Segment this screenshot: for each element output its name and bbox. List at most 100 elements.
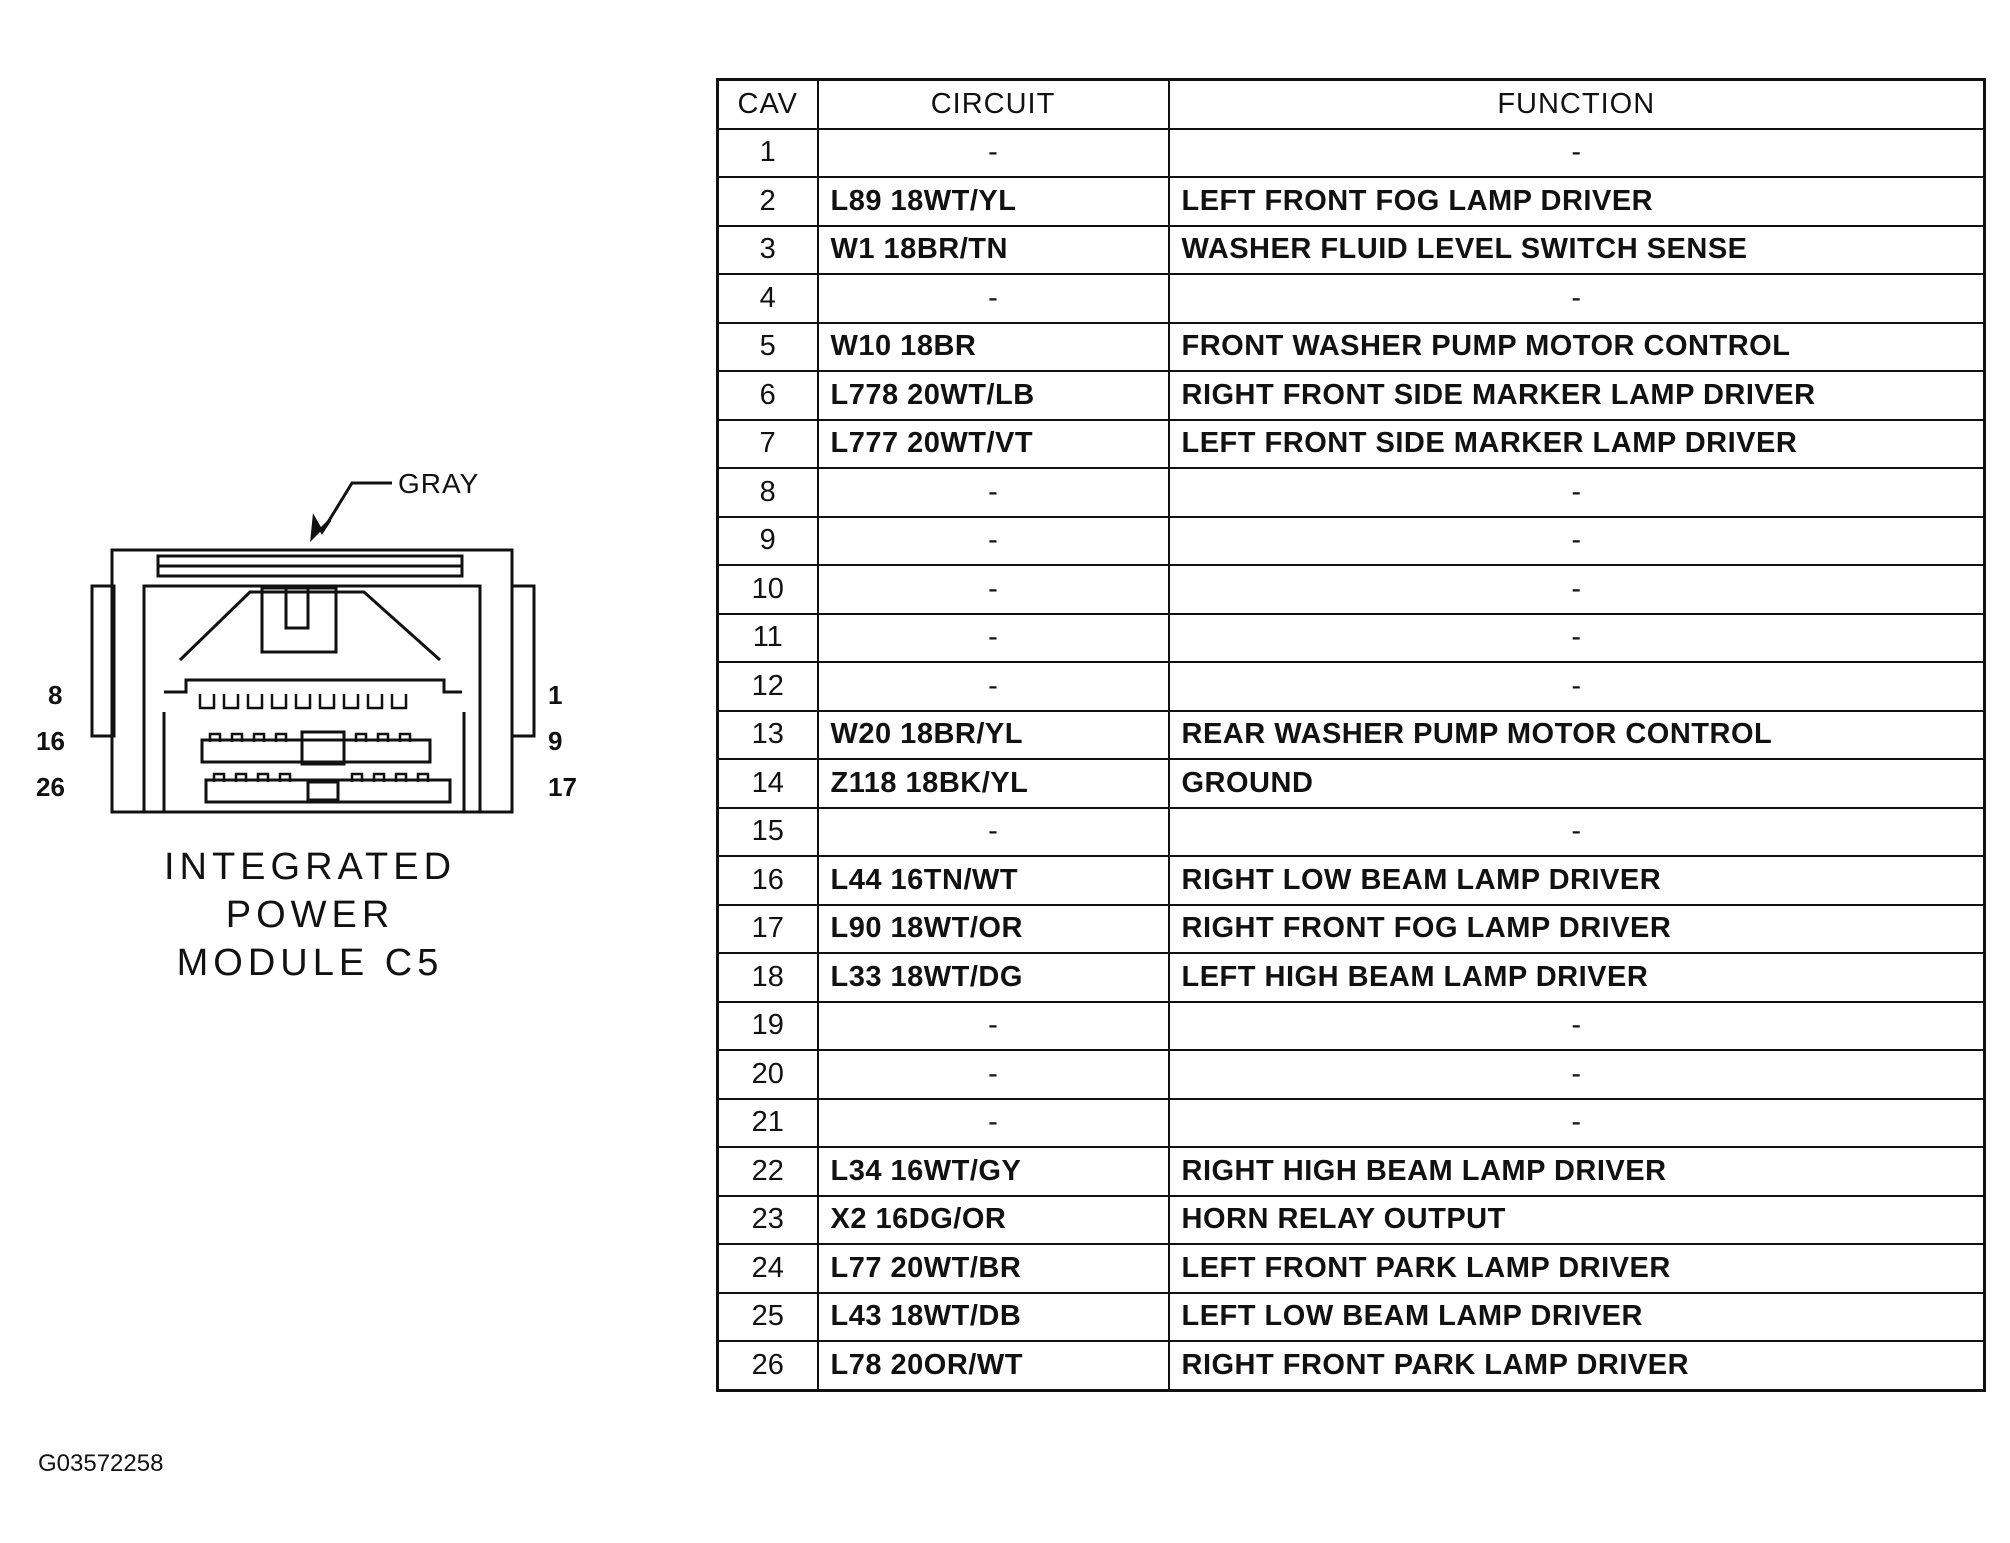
function-cell: -: [1167, 806, 1986, 857]
circuit-cell: -: [816, 127, 1170, 178]
pin-label-26: 26: [36, 772, 65, 802]
cav-cell: 7: [716, 418, 819, 469]
cav-cell: 1: [716, 127, 819, 178]
circuit-cell: -: [816, 1049, 1170, 1100]
leader-arrow: [310, 513, 332, 543]
function-cell: -: [1167, 467, 1986, 518]
function-cell: -: [1167, 127, 1986, 178]
function-cell: GROUND: [1167, 758, 1986, 809]
function-cell: LEFT HIGH BEAM LAMP DRIVER: [1167, 952, 1986, 1003]
circuit-cell: L90 18WT/OR: [816, 903, 1170, 954]
function-cell: LEFT FRONT PARK LAMP DRIVER: [1167, 1243, 1986, 1294]
function-cell: LEFT LOW BEAM LAMP DRIVER: [1167, 1291, 1986, 1342]
function-cell: -: [1167, 1097, 1986, 1148]
table-row: 9--: [716, 515, 1986, 566]
circuit-cell: L777 20WT/VT: [816, 418, 1170, 469]
table-row: 15--: [716, 806, 1986, 857]
cav-cell: 21: [716, 1097, 819, 1148]
cavity-row-bottom: [204, 778, 452, 804]
cav-cell: 5: [716, 321, 819, 372]
circuit-cell: L78 20OR/WT: [816, 1340, 1170, 1391]
circuit-cell: L44 16TN/WT: [816, 855, 1170, 906]
circuit-cell: -: [816, 661, 1170, 712]
housing-right-tab: [510, 584, 536, 738]
table-header-row: CAV CIRCUIT FUNCTION: [716, 78, 1986, 130]
function-cell: -: [1167, 515, 1986, 566]
leader-line: [320, 481, 392, 533]
function-cell: -: [1167, 1049, 1986, 1100]
cav-cell: 20: [716, 1049, 819, 1100]
header-circuit: CIRCUIT: [816, 78, 1170, 130]
circuit-cell: L77 20WT/BR: [816, 1243, 1170, 1294]
cav-cell: 17: [716, 903, 819, 954]
cav-cell: 24: [716, 1243, 819, 1294]
circuit-cell: L43 18WT/DB: [816, 1291, 1170, 1342]
housing-left-tab: [90, 584, 116, 738]
circuit-cell: L33 18WT/DG: [816, 952, 1170, 1003]
cav-cell: 23: [716, 1194, 819, 1245]
cav-cell: 11: [716, 612, 819, 663]
table-row: 20--: [716, 1049, 1986, 1100]
cav-cell: 12: [716, 661, 819, 712]
function-cell: -: [1167, 661, 1986, 712]
cav-cell: 10: [716, 564, 819, 615]
module-title-line-2: POWER: [225, 894, 395, 936]
function-cell: RIGHT FRONT SIDE MARKER LAMP DRIVER: [1167, 370, 1986, 421]
table-row: 11--: [716, 612, 1986, 663]
module-title: INTEGRATED POWER MODULE C5: [160, 843, 460, 987]
table-row: 19--: [716, 1000, 1986, 1051]
pin-label-8: 8: [48, 680, 63, 710]
function-cell: -: [1167, 1000, 1986, 1051]
pin-label-16: 16: [36, 726, 65, 756]
function-cell: RIGHT HIGH BEAM LAMP DRIVER: [1167, 1146, 1986, 1197]
circuit-cell: -: [816, 612, 1170, 663]
cav-cell: 2: [716, 176, 819, 227]
cav-cell: 6: [716, 370, 819, 421]
circuit-cell: -: [816, 564, 1170, 615]
header-cav: CAV: [716, 78, 819, 130]
function-cell: WASHER FLUID LEVEL SWITCH SENSE: [1167, 224, 1986, 275]
cav-cell: 19: [716, 1000, 819, 1051]
cav-cell: 26: [716, 1340, 819, 1391]
circuit-cell: -: [816, 1097, 1170, 1148]
module-title-line-3: MODULE C5: [176, 942, 444, 984]
table-row: 21--: [716, 1097, 1986, 1148]
cav-cell: 18: [716, 952, 819, 1003]
cav-cell: 25: [716, 1291, 819, 1342]
header-function: FUNCTION: [1167, 78, 1986, 130]
circuit-cell: -: [816, 273, 1170, 324]
latch: [178, 590, 442, 662]
function-cell: LEFT FRONT SIDE MARKER LAMP DRIVER: [1167, 418, 1986, 469]
table-row: 12--: [716, 661, 1986, 712]
circuit-cell: X2 16DG/OR: [816, 1194, 1170, 1245]
figure-id: G03572258: [38, 1450, 164, 1477]
function-cell: RIGHT FRONT FOG LAMP DRIVER: [1167, 903, 1986, 954]
terminal-row-top: [164, 678, 462, 694]
module-title-line-1: INTEGRATED: [163, 846, 457, 888]
function-cell: -: [1167, 273, 1986, 324]
table-row: 4--: [716, 273, 1986, 324]
cav-cell: 3: [716, 224, 819, 275]
function-cell: RIGHT LOW BEAM LAMP DRIVER: [1167, 855, 1986, 906]
pin-label-17: 17: [548, 772, 577, 802]
pin-label-9: 9: [548, 726, 563, 756]
circuit-cell: Z118 18BK/YL: [816, 758, 1170, 809]
cav-cell: 4: [716, 273, 819, 324]
circuit-cell: -: [816, 806, 1170, 857]
circuit-cell: L89 18WT/YL: [816, 176, 1170, 227]
function-cell: FRONT WASHER PUMP MOTOR CONTROL: [1167, 321, 1986, 372]
cav-cell: 15: [716, 806, 819, 857]
